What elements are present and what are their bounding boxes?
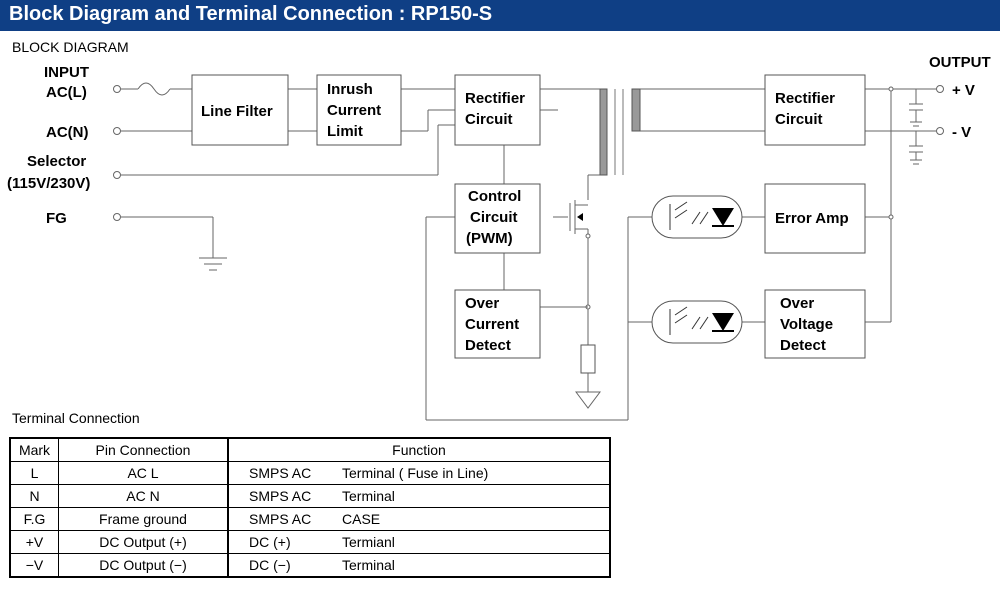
function-desc: Termianl	[342, 534, 395, 550]
control-label-line3: (PWM)	[466, 230, 513, 247]
rectifier-primary-block	[454, 74, 541, 146]
over-current-label-line2: Current	[465, 316, 519, 333]
function-type: SMPS AC	[249, 511, 312, 527]
page-header: Block Diagram and Terminal Connection : …	[0, 0, 1000, 31]
output-terminals	[936, 85, 944, 135]
error-amp-block	[764, 183, 866, 254]
rectifier-secondary-label-line2: Circuit	[775, 111, 823, 128]
output-plus-label: + V	[952, 82, 975, 99]
input-terminals	[113, 85, 121, 221]
row-function: SMPS AC Terminal	[227, 484, 611, 508]
control-circuit-block	[454, 183, 541, 254]
function-desc: Terminal	[342, 557, 395, 573]
table-row: N AC N SMPS AC Terminal	[9, 484, 611, 508]
over-voltage-label-line2: Voltage	[780, 316, 833, 333]
ac-l-label: AC(L)	[46, 84, 87, 101]
rectifier-primary-label-line1: Rectifier	[465, 90, 525, 107]
selector-voltage-label: (115V/230V)	[7, 175, 90, 192]
row-pin: DC Output (+)	[58, 530, 229, 554]
row-mark: N	[9, 484, 59, 508]
row-mark: +V	[9, 530, 59, 554]
inrush-label-line1: Inrush	[327, 81, 373, 98]
ac-n-label: AC(N)	[46, 124, 89, 141]
block-diagram: INPUT AC(L) AC(N) Selector (115V/230V) F…	[7, 54, 991, 421]
page-title: Block Diagram and Terminal Connection : …	[9, 3, 493, 25]
row-mark: L	[9, 461, 59, 485]
wiring	[121, 82, 936, 421]
function-desc: CASE	[342, 511, 381, 527]
table-header-row: Mark Pin Connection Function	[9, 437, 611, 462]
transformer	[599, 88, 641, 176]
header-mark: Mark	[9, 437, 59, 462]
function-desc: Terminal ( Fuse in Line)	[342, 465, 489, 481]
function-desc: Terminal	[342, 488, 395, 504]
over-voltage-label-line3: Detect	[780, 337, 826, 354]
optocoupler-over-voltage	[651, 300, 743, 344]
header-pin-connection: Pin Connection	[58, 437, 229, 462]
control-label-line2: Circuit	[470, 209, 518, 226]
input-label: INPUT	[44, 64, 89, 81]
optocoupler-error-amp	[651, 195, 743, 239]
control-label-line1: Control	[468, 188, 521, 205]
terminal-connection-label: Terminal Connection	[12, 410, 140, 426]
inrush-label-line3: Limit	[327, 123, 363, 140]
rectifier-primary-label-line2: Circuit	[465, 111, 513, 128]
rectifier-secondary-block	[764, 74, 866, 146]
header-function: Function	[227, 437, 611, 462]
function-type: DC (−)	[249, 557, 291, 573]
selector-label: Selector	[27, 153, 86, 170]
output-minus-label: - V	[952, 124, 971, 141]
function-type: SMPS AC	[249, 488, 312, 504]
output-label: OUTPUT	[929, 54, 991, 71]
fg-label: FG	[46, 210, 67, 227]
row-mark: F.G	[9, 507, 59, 531]
function-type: DC (+)	[249, 534, 291, 550]
row-pin: DC Output (−)	[58, 553, 229, 578]
block-diagram-label: BLOCK DIAGRAM	[12, 39, 129, 55]
row-function: DC (−) Terminal	[227, 553, 611, 578]
table-row: L AC L SMPS AC Terminal ( Fuse in Line)	[9, 461, 611, 485]
line-filter-block	[191, 74, 289, 146]
over-current-label-line3: Detect	[465, 337, 511, 354]
table-row: +V DC Output (+) DC (+) Termianl	[9, 530, 611, 554]
row-pin: AC L	[58, 461, 229, 485]
over-current-detect-block	[454, 289, 541, 359]
terminal-connection-table: Mark Pin Connection Function L AC L SMPS…	[9, 437, 611, 578]
table-row: −V DC Output (−) DC (−) Terminal	[9, 553, 611, 578]
row-mark: −V	[9, 553, 59, 578]
row-pin: Frame ground	[58, 507, 229, 531]
row-pin: AC N	[58, 484, 229, 508]
fuse-icon	[137, 82, 171, 96]
inrush-current-limit-block	[316, 74, 402, 146]
error-amp-label: Error Amp	[775, 210, 849, 227]
function-type: SMPS AC	[249, 465, 312, 481]
over-voltage-label-line1: Over	[780, 295, 814, 312]
over-current-label-line1: Over	[465, 295, 499, 312]
row-function: SMPS AC Terminal ( Fuse in Line)	[227, 461, 611, 485]
line-filter-label: Line Filter	[201, 103, 273, 120]
row-function: DC (+) Termianl	[227, 530, 611, 554]
inrush-label-line2: Current	[327, 102, 381, 119]
rectifier-secondary-label-line1: Rectifier	[775, 90, 835, 107]
table-row: F.G Frame ground SMPS AC CASE	[9, 507, 611, 531]
over-voltage-detect-block	[764, 289, 866, 359]
row-function: SMPS AC CASE	[227, 507, 611, 531]
